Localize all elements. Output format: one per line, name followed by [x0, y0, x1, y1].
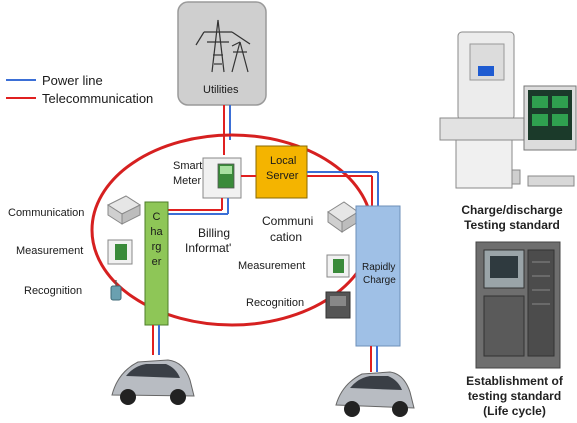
- left-communication-label: Communication: [8, 207, 84, 219]
- billing-label-2: Informat': [185, 241, 231, 255]
- utilities-label: Utilities: [203, 84, 238, 96]
- charge-caption-line-1: Charge/discharge: [447, 203, 577, 218]
- communication-right-label-2: cation: [270, 230, 302, 244]
- estab-caption-line-2: testing standard: [452, 389, 577, 404]
- local-server-label-1: Local: [270, 155, 296, 167]
- local-server-label-2: Server: [266, 170, 298, 182]
- electric-car-left-icon: [112, 360, 194, 405]
- right-communication-icon: [328, 202, 358, 232]
- rapid-charge-label-2: Charge: [363, 275, 396, 286]
- smart-meter-label-1: Smart: [173, 160, 202, 172]
- right-recognition-icon: [326, 292, 350, 318]
- left-measurement-icon: [108, 240, 132, 264]
- left-recognition-icon: [111, 280, 121, 300]
- right-recognition-label: Recognition: [246, 297, 304, 309]
- estab-caption-line-3: (Life cycle): [452, 404, 577, 419]
- left-measurement-label: Measurement: [16, 245, 83, 257]
- right-measurement-label: Measurement: [238, 260, 305, 272]
- rapid-charge-label-1: Rapidly: [362, 262, 395, 273]
- charger-label: Charger: [150, 210, 163, 270]
- life-cycle-tester-icon: [476, 242, 560, 368]
- establishment-caption: Establishment of testing standard (Life …: [452, 374, 577, 419]
- charge-discharge-caption: Charge/discharge Testing standard: [447, 203, 577, 233]
- smart-meter-icon: [203, 158, 241, 198]
- communication-right-label-1: Communi: [262, 214, 313, 228]
- billing-label-1: Billing: [198, 226, 230, 240]
- charge-caption-line-2: Testing standard: [447, 218, 577, 233]
- left-communication-icon: [108, 196, 140, 224]
- left-recognition-label: Recognition: [24, 285, 82, 297]
- electric-car-right-icon: [336, 372, 414, 417]
- smart-meter-label-2: Meter: [173, 175, 201, 187]
- charge-discharge-tester-icon: [440, 32, 576, 188]
- right-measurement-icon: [327, 255, 349, 277]
- estab-caption-line-1: Establishment of: [452, 374, 577, 389]
